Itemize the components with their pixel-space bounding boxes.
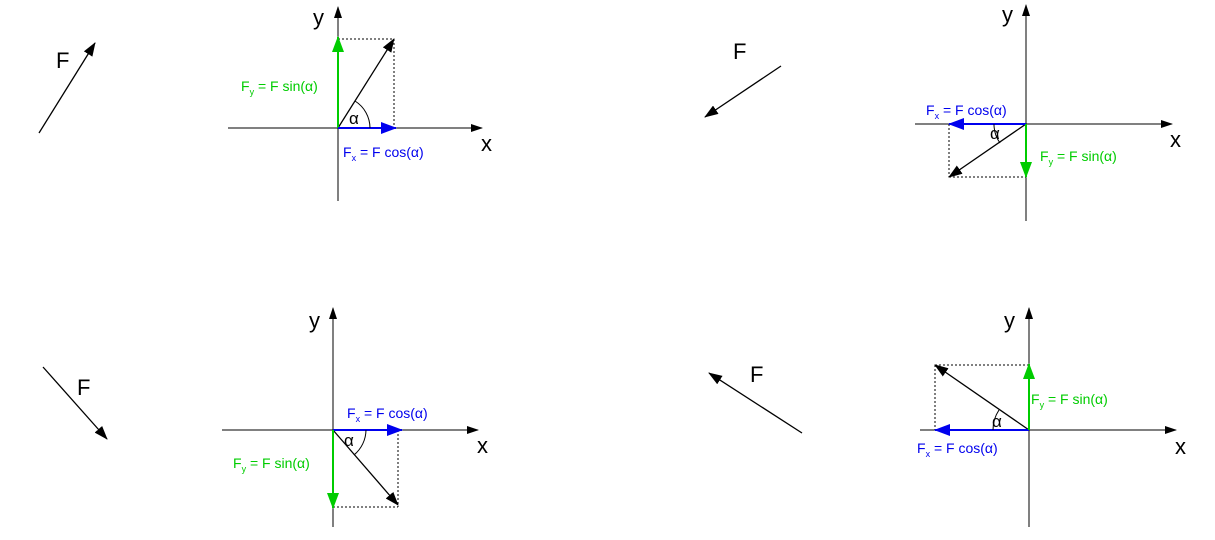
- panel-bottom-right: F x y α Fx = F cos(α) Fy = F sin(α): [708, 307, 1186, 527]
- fy-label: Fy = F sin(α): [241, 78, 318, 97]
- fy-label: Fy = F sin(α): [1040, 148, 1117, 167]
- x-axis-label: x: [1175, 434, 1186, 459]
- angle-arc: [354, 100, 371, 129]
- fx-label: Fx = F cos(α): [926, 102, 1007, 121]
- force-vector: [337, 38, 395, 129]
- x-axis-label: x: [481, 131, 492, 156]
- fy-label: Fy = F sin(α): [1031, 391, 1108, 410]
- fx-label: Fx = F cos(α): [917, 440, 998, 459]
- angle-arc: [993, 123, 1001, 144]
- force-vector: [948, 123, 1027, 178]
- y-axis-label: y: [313, 5, 324, 30]
- force-label: F: [750, 362, 763, 387]
- force-arrow: [708, 372, 803, 434]
- angle-label: α: [992, 412, 1002, 431]
- panel-bottom-left: F x y α Fx = F cos(α) Fy = F sin(α): [42, 307, 488, 527]
- y-axis-label: y: [1002, 2, 1013, 27]
- force-arrow: [38, 42, 96, 134]
- angle-arc: [992, 409, 1000, 431]
- fy-label: Fy = F sin(α): [233, 455, 310, 474]
- x-axis-label: x: [1170, 127, 1181, 152]
- angle-label: α: [990, 124, 1000, 143]
- force-vector: [332, 429, 399, 506]
- force-arrow: [704, 65, 782, 118]
- panel-top-left: F x y α Fx = F cos(α) Fy = F sin(α): [38, 5, 492, 201]
- angle-label: α: [344, 431, 354, 450]
- panel-top-right: F x y α Fx = F cos(α) Fy = F sin(α): [704, 2, 1181, 221]
- y-axis-label: y: [1004, 308, 1015, 333]
- force-label: F: [56, 48, 69, 73]
- y-axis-label: y: [309, 308, 320, 333]
- fx-label: Fx = F cos(α): [343, 144, 424, 163]
- force-label: F: [733, 39, 746, 64]
- angle-arc: [353, 429, 367, 456]
- force-arrow: [42, 366, 108, 440]
- fx-label: Fx = F cos(α): [347, 405, 428, 424]
- angle-label: α: [349, 109, 359, 128]
- force-label: F: [77, 375, 90, 400]
- force-vector: [934, 364, 1030, 431]
- x-axis-label: x: [477, 433, 488, 458]
